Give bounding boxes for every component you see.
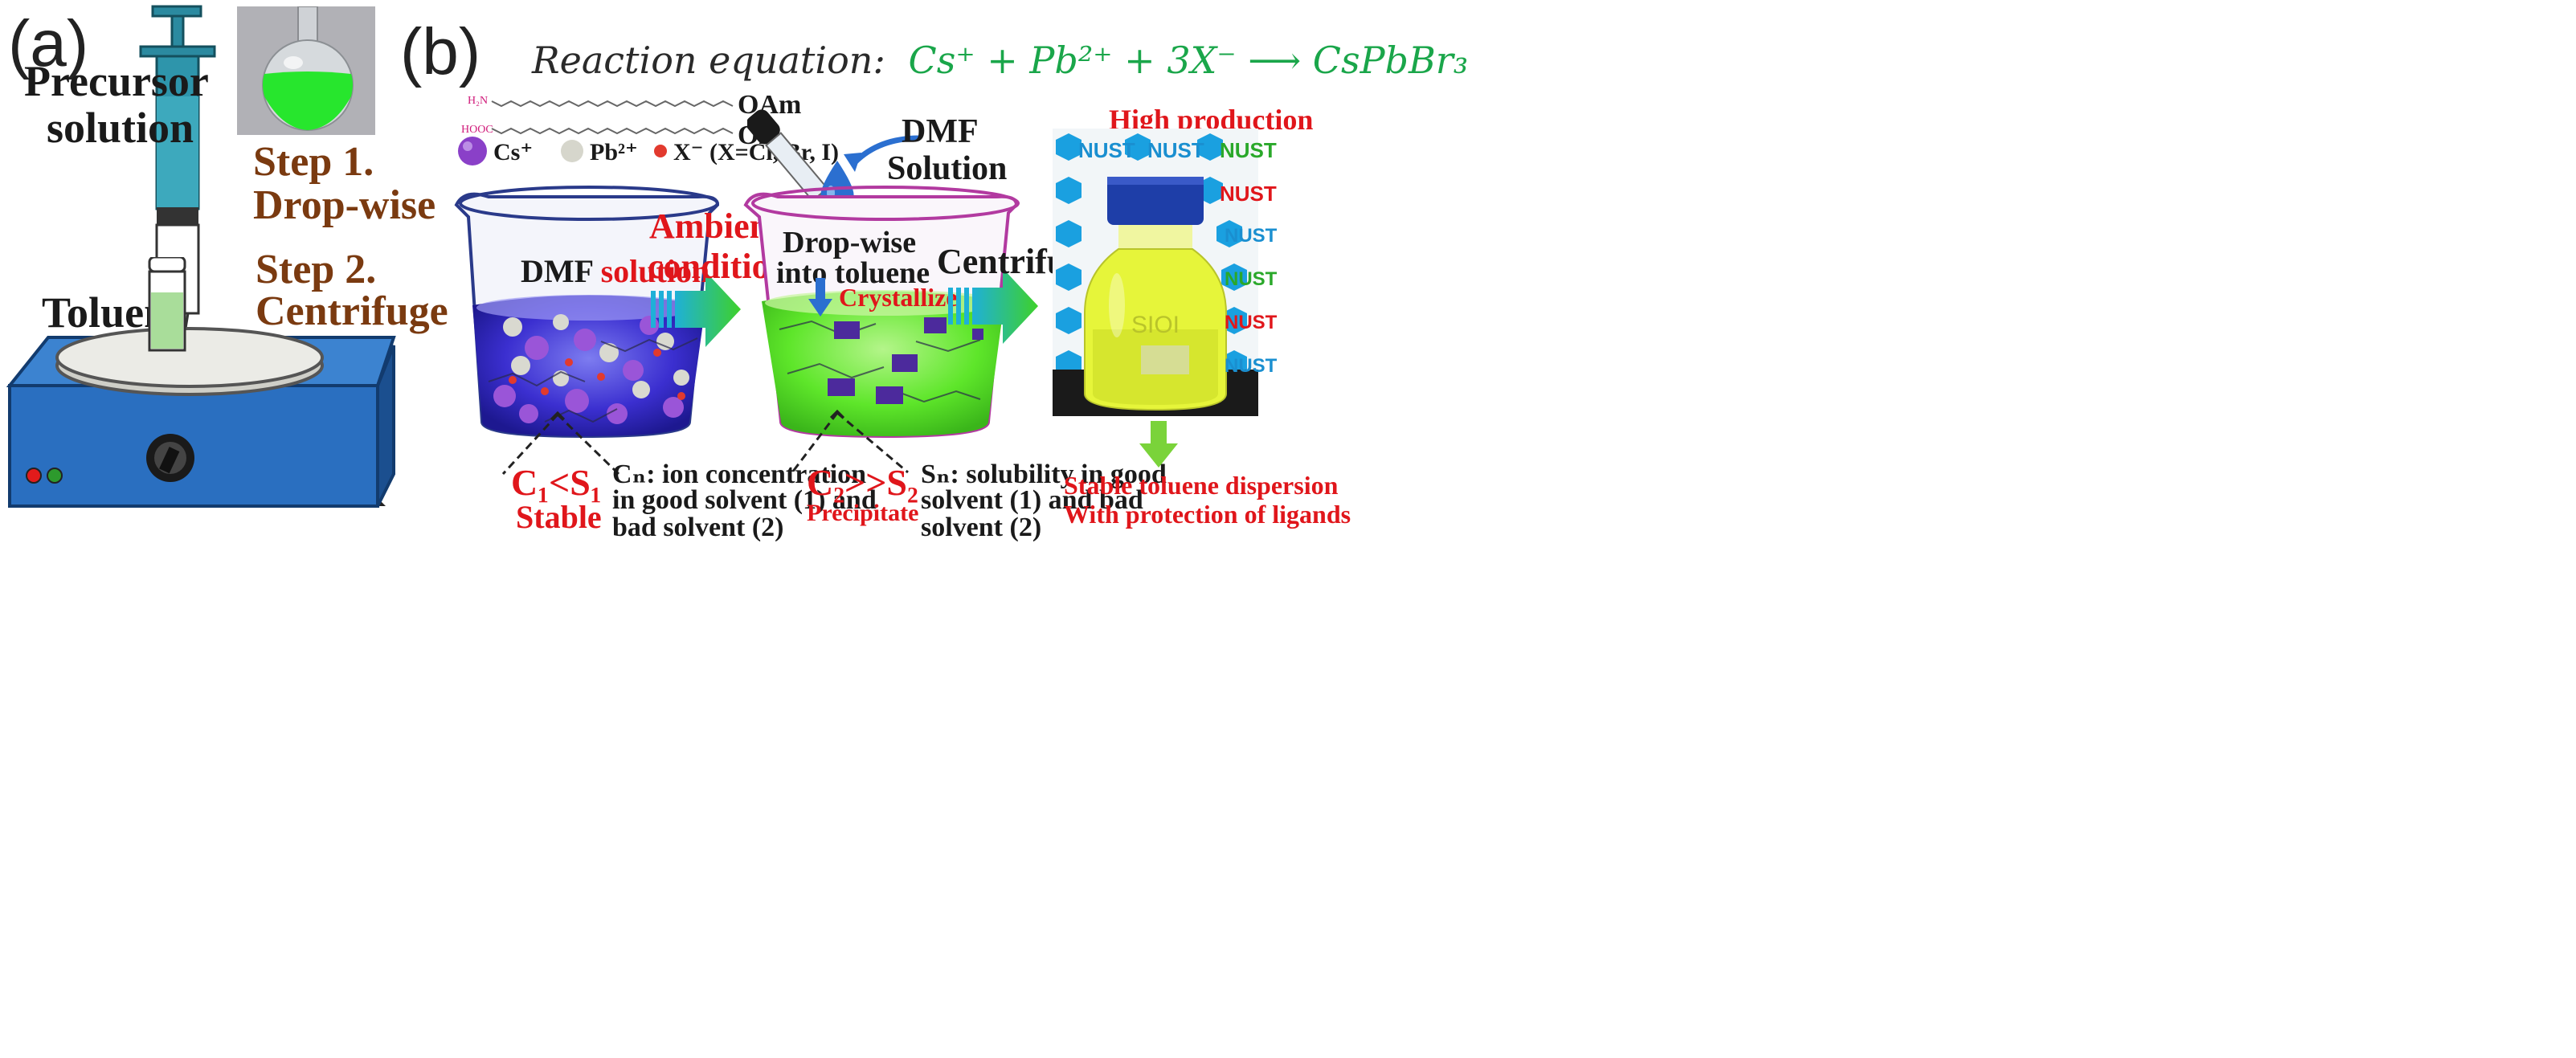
nust-logo-6: NUST [1225,268,1278,290]
cn-line3: bad solvent (2) [612,513,784,542]
beaker2-label-line1: Drop-wise [783,226,917,259]
nust-logo-3: NUST [1220,138,1277,162]
ligand-hooc-label: HOOC [461,124,493,136]
bottle-text: SIOI [1131,312,1180,338]
precursor-label-line2: solution [47,104,194,152]
precursor-label-line1: Precursor [24,57,209,105]
dmf-solution-line2: Solution [887,150,1008,187]
ligand-chains [491,100,734,135]
beaker2-callout-lines [791,410,909,474]
beaker-toluene [743,186,1020,439]
beaker1-label-dmf: DMF [521,253,593,289]
panel-b-label: (b) [400,15,481,88]
crystallize-arrow-icon [808,278,832,317]
beaker2-label-line2: into toluene [776,256,930,290]
cn-line2: in good solvent (1) and [612,485,877,515]
process-arrow-1 [651,272,741,347]
step1-label-line2: Drop-wise [253,182,436,228]
nust-logo-2: NUST [1147,138,1204,162]
beaker-dmf-solution [454,186,720,439]
crystallize-label: Crystallize [839,283,958,312]
step1-label-line1: Step 1. [253,139,374,185]
bottle-photo [1053,129,1258,416]
equation-formula: Cs⁺ + Pb²⁺ + 3X⁻ ⟶ CsPbBr₃ [908,39,1469,82]
sn-line2: solvent (1) and bad [921,485,1143,515]
c2-state: Precipitate [807,500,919,526]
legend-cs-label: Cs⁺ [493,139,534,165]
nust-logo-7: NUST [1225,312,1278,333]
ligand-nh2-label: H₂N [468,95,489,107]
stable-line1: Stable toluene dispersion [1064,471,1339,500]
legend-x-label: X⁻ (X=Cl, Br, I) [673,139,839,165]
curved-arrow-icon [844,135,920,172]
hotplate-stirrer [6,327,396,508]
c2-relation: C₂>>S₂ [807,462,918,503]
stable-line2: With protection of ligands [1064,500,1351,529]
legend-pb-label: Pb²⁺ [590,139,638,165]
flask-photo [237,6,375,135]
vial-icon [148,257,186,352]
down-arrow-icon [1139,421,1178,468]
beaker1-callout-lines [501,411,620,476]
dmf-solution-line1: DMF [902,113,979,150]
sn-line1: Sₙ: solubility in good [921,460,1167,489]
step2-label-line2: Centrifuge [256,288,448,334]
beaker1-label: DMF solution [521,252,709,290]
nust-logo-5: NUST [1225,225,1278,247]
panel-a-label: (a) [8,7,89,80]
ion-legend-markers [458,137,667,165]
reaction-equation: Reaction equation: Cs⁺ + Pb²⁺ + 3X⁻ ⟶ Cs… [532,39,1468,82]
sn-line3: solvent (2) [921,513,1042,542]
nust-logo-8: NUST [1225,355,1278,377]
c1-state: Stable [516,499,602,535]
beaker1-label-solution: solution [600,253,710,289]
step2-label-line1: Step 2. [256,247,377,292]
c1-relation: C₁<S₁ [511,462,602,503]
process-arrow-2 [948,268,1038,344]
cn-line1: Cₙ: ion concentration [612,460,867,489]
equation-prefix: Reaction equation: [532,39,885,82]
nust-logo-1: NUST [1078,138,1135,162]
nust-logo-4: NUST [1220,182,1277,206]
